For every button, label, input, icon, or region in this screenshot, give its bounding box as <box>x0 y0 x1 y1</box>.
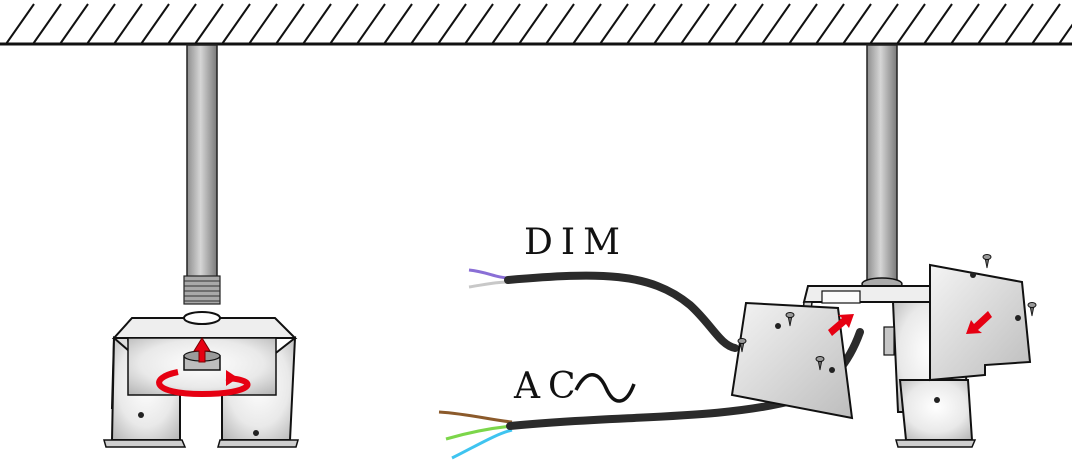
hatch-line <box>140 3 170 45</box>
hatch-line <box>707 3 737 45</box>
dim-wire-purple <box>468 268 511 280</box>
hatch-line <box>599 3 629 45</box>
hatch-line <box>977 3 1007 45</box>
hatch-line <box>167 3 197 45</box>
hatch-line <box>896 3 926 45</box>
hatch-line <box>788 3 818 45</box>
hatch-line <box>734 3 764 45</box>
hatch-line <box>1058 23 1072 45</box>
hatch-line <box>410 3 440 45</box>
dim-cable-jacket <box>504 271 739 352</box>
hatch-line <box>356 3 386 45</box>
right-assembly <box>730 44 1037 448</box>
dim-wire-gray <box>468 280 511 289</box>
hatch-line <box>869 3 899 45</box>
sine-wave-icon <box>574 373 636 403</box>
hatch-line <box>248 3 278 45</box>
hatch-line <box>1004 3 1034 45</box>
ceiling-hatch <box>5 3 1072 45</box>
hatch-line <box>302 3 332 45</box>
push-arrow-icon <box>966 311 992 334</box>
right-suspension-pipe <box>866 44 898 286</box>
hatch-line <box>113 3 143 45</box>
hatch-line <box>464 3 494 45</box>
dim-label: DIM <box>524 222 628 263</box>
hatch-line <box>383 3 413 45</box>
hatch-line <box>275 3 305 45</box>
hatch-line <box>572 3 602 45</box>
right-side-cover-left <box>730 301 854 420</box>
hatch-line <box>761 3 791 45</box>
rotate-arrow-icon <box>156 369 251 398</box>
hatch-line <box>5 3 35 45</box>
hatch-line <box>437 3 467 45</box>
ac-wire-blue <box>451 428 513 460</box>
hatch-line <box>194 3 224 45</box>
left-assembly <box>103 44 299 448</box>
left-thread <box>183 275 221 305</box>
ac-label: AC <box>513 366 584 407</box>
hatch-line <box>518 3 548 45</box>
hatch-line <box>950 3 980 45</box>
hatch-line <box>491 3 521 45</box>
hatch-line <box>1031 3 1061 45</box>
hatch-line <box>626 3 656 45</box>
hatch-line <box>86 3 116 45</box>
hatch-line <box>815 3 845 45</box>
screw-icon <box>982 254 992 269</box>
left-canopy-bracket <box>103 311 299 448</box>
hatch-line <box>680 3 710 45</box>
ceiling <box>0 3 1072 46</box>
ac-wire-brown <box>438 410 513 424</box>
hatch-line <box>842 3 872 45</box>
dim-cable <box>468 268 739 352</box>
hatch-line <box>653 3 683 45</box>
hatch-line <box>923 3 953 45</box>
hatch-line <box>545 3 575 45</box>
hatch-line <box>329 3 359 45</box>
screw-icon <box>1027 302 1037 317</box>
push-up-arrow-icon <box>193 337 211 363</box>
hatch-line <box>221 3 251 45</box>
left-suspension-pipe <box>186 44 218 281</box>
push-arrow-icon <box>828 314 854 336</box>
hatch-line <box>32 3 62 45</box>
hatch-line <box>59 3 89 45</box>
